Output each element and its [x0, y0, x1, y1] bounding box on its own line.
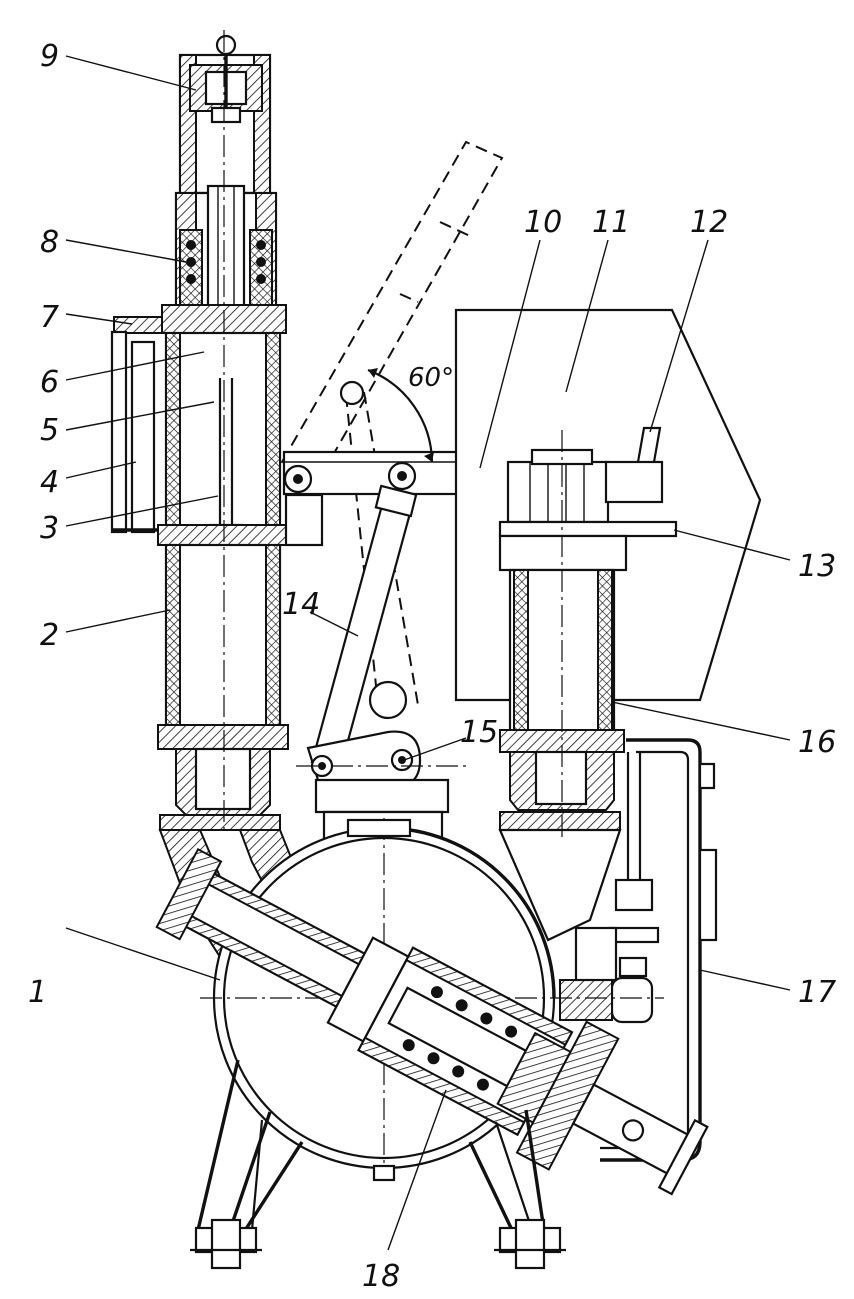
callout-2: 2 — [40, 618, 59, 653]
callout-10: 10 — [524, 205, 562, 240]
callout-8: 8 — [40, 225, 59, 260]
callout-3: 3 — [40, 511, 59, 546]
callout-1: 1 — [28, 975, 47, 1010]
callout-12: 12 — [690, 205, 728, 240]
left-cylinder-assembly — [110, 30, 324, 962]
callout-14: 14 — [282, 587, 320, 622]
callout-4: 4 — [40, 465, 59, 500]
main-drum — [155, 818, 709, 1196]
leader-lines — [65, 55, 791, 1251]
callout-7: 7 — [40, 300, 59, 335]
callout-5: 5 — [40, 413, 59, 448]
callout-labels: 1 2 3 4 5 6 7 8 9 10 11 12 13 14 15 16 1… — [28, 39, 836, 1294]
support-legs — [190, 1059, 566, 1270]
callout-18: 18 — [362, 1259, 400, 1294]
callout-16: 16 — [798, 725, 836, 760]
callout-11: 11 — [592, 205, 630, 240]
callout-15: 15 — [460, 715, 498, 750]
callout-9: 9 — [40, 39, 59, 74]
callout-6: 6 — [40, 365, 59, 400]
angle-label: 60° — [408, 363, 454, 393]
callout-17: 17 — [798, 975, 836, 1010]
callout-13: 13 — [798, 549, 836, 584]
right-cylinder-assembly — [454, 308, 762, 942]
